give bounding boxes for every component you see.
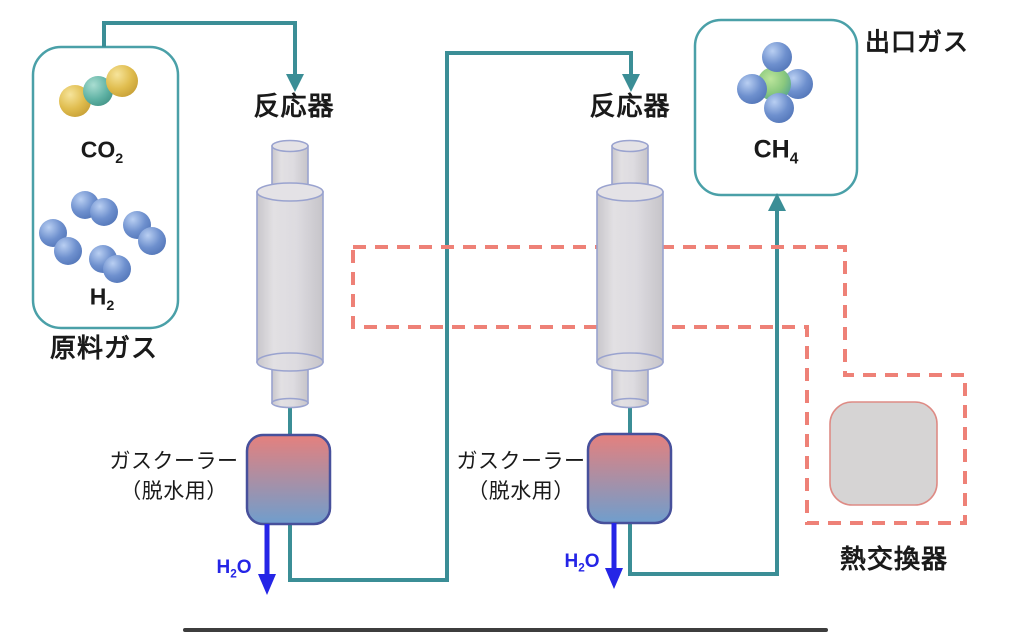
ch4-label: CH4 [753,135,799,168]
water-label-1: H2O [216,556,252,581]
cooler-1-label: ガスクーラー （脱水用） [109,450,239,503]
ch4-molecule-icon [737,42,813,123]
cooler-2-body [586,432,673,525]
arrow-into-reactor2-icon [622,74,640,92]
water-arrow-1 [258,524,276,595]
arrow-into-reactor1-icon [286,74,304,92]
co2-label: CO2 [80,136,124,168]
reactor-1-label: 反応器 [253,91,335,122]
h2-molecules-icon [39,191,166,283]
h2-label: H2 [89,283,115,315]
outlet-gas-label: 出口ガス [864,28,970,57]
video-progress-bar[interactable] [183,628,828,632]
water-arrow-2 [605,523,623,589]
heat-exchange-loop-line [351,245,967,525]
reactor-2-vessel [596,139,664,409]
cooler1-to-reactor2-line [288,51,633,582]
arrow-into-outlet-icon [768,193,786,211]
co2-molecule-icon [59,65,138,117]
heat-exchanger-label: 熱交換器 [839,544,949,575]
feed-gas-label: 原料ガス [49,333,159,364]
reactor-1-vessel [256,139,324,409]
cooler-1-body [245,433,332,526]
heat-exchanger-body [829,401,938,506]
feed-to-reactor1-line [102,21,297,76]
water-label-2: H2O [564,550,600,575]
cooler-2-label: ガスクーラー （脱水用） [456,450,586,503]
reactor-2-label: 反応器 [589,91,671,122]
